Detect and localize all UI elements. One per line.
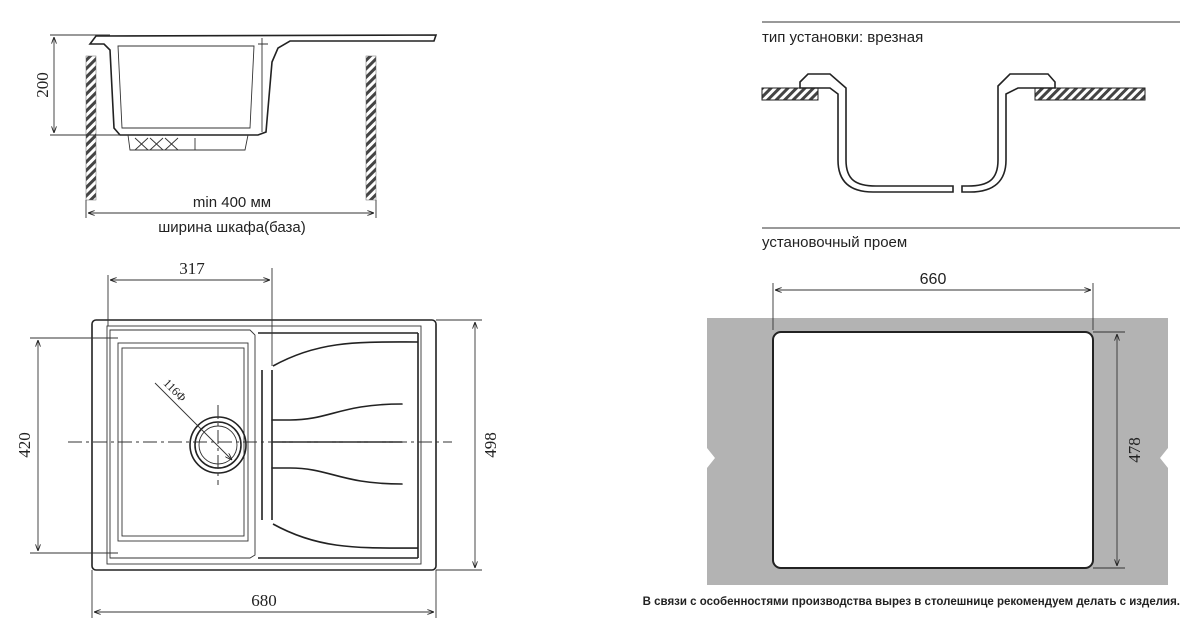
cabinet-wall-left [85, 55, 97, 201]
sink-section-left [799, 73, 954, 193]
bowl-outline [109, 329, 256, 559]
plan-view: 116Φ 317 420 498 680 [15, 259, 500, 618]
installation-type: тип установки: врезная [761, 21, 1180, 193]
cutout-depth-dim: 478 [1125, 437, 1144, 463]
installation-type-label: тип установки: врезная [762, 29, 923, 46]
overall-depth-dim: 498 [481, 432, 500, 458]
depth-dimension: 200 [33, 72, 52, 98]
cutout-opening [772, 331, 1094, 569]
cutout-diagram: установочный проем 660 478 В связи с осо… [643, 227, 1180, 608]
side-view: 200 min 400 мм ширина шкафа(база) [33, 34, 438, 236]
cabinet-width-label: ширина шкафа(база) [158, 219, 306, 236]
sink-profile [88, 34, 438, 136]
cutout-label: установочный проем [762, 234, 907, 251]
sink-section-right [961, 73, 1056, 193]
countertop-right [1034, 87, 1146, 101]
overall-width-dim: 680 [251, 591, 277, 610]
min-width-label: min 400 мм [193, 194, 271, 211]
cutout-width-dim: 660 [920, 271, 947, 288]
bowl-width-dim: 317 [179, 259, 205, 278]
drainboard-ribs [271, 403, 403, 485]
cabinet-wall-right [365, 55, 377, 201]
bowl-length-dim: 420 [15, 432, 34, 458]
drain-diameter-dim: 116Φ [161, 376, 190, 405]
installation-note: В связи с особенностями производства выр… [643, 596, 1180, 608]
countertop-left [761, 87, 819, 101]
sink-outline [91, 319, 437, 571]
